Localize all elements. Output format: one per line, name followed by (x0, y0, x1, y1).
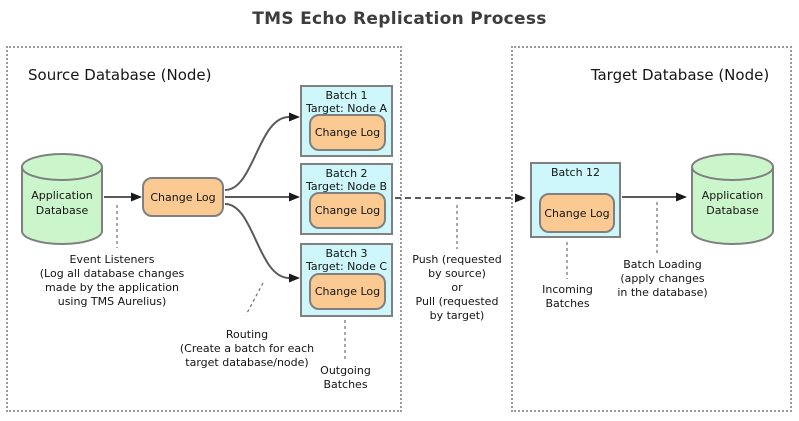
batch-box-12: Batch 12 Change Log (530, 162, 621, 238)
note-event-listeners: Event Listeners (Log all database change… (12, 253, 212, 309)
batch-target: Target: Node B (306, 180, 387, 193)
label-line: Application (31, 189, 93, 202)
note-line: Batches (323, 378, 368, 391)
change-log-label: Change Log (544, 206, 610, 220)
database-cylinder-icon (21, 153, 103, 245)
note-line: Batch Loading (623, 258, 702, 271)
note-line: using TMS Aurelius) (57, 295, 167, 308)
note-line: by target) (429, 309, 485, 322)
note-line: or (451, 281, 463, 294)
change-log-label: Change Log (314, 126, 381, 139)
note-line: Routing (225, 328, 269, 341)
note-push-pull: Push (requested by source) or Pull (requ… (398, 253, 516, 323)
source-database-label: Application Database (20, 188, 104, 218)
source-change-log: Change Log (142, 177, 224, 217)
diagram-title: TMS Echo Replication Process (252, 9, 547, 29)
note-routing: Routing (Create a batch for each target … (158, 328, 336, 370)
note-line: Incoming (542, 283, 593, 296)
note-line: (Create a batch for each (179, 342, 315, 355)
batch-title: Batch 2 (325, 167, 368, 180)
batch-box-3: Batch 3 Target: Node C Change Log (300, 243, 393, 317)
batch-title: Batch 1 (325, 89, 368, 102)
batch-target: Target: Node C (305, 260, 388, 273)
note-line: Pull (requested (415, 295, 499, 308)
note-line: Batches (545, 297, 590, 310)
batch-box-1: Batch 1 Target: Node A Change Log (300, 85, 393, 157)
batch1-change-log: Change Log (309, 114, 386, 151)
note-line: (Log all database changes (39, 267, 185, 280)
target-database-label: Application Database (690, 188, 775, 218)
target-node-label: Target Database (Node) (590, 66, 770, 84)
batch-box-2: Batch 2 Target: Node B Change Log (300, 163, 393, 235)
note-line: made by the application (45, 281, 179, 294)
note-incoming-batches: Incoming Batches (525, 283, 610, 311)
label-line: Database (706, 204, 759, 217)
target-application-database: Application Database (690, 151, 775, 247)
note-line: Event Listeners (69, 253, 155, 266)
change-log-label: Change Log (314, 285, 381, 298)
note-line: in the database) (617, 286, 708, 299)
batch-target: Target: Node A (306, 102, 387, 115)
change-log-label: Change Log (314, 204, 381, 217)
note-line: target database/node) (185, 356, 309, 369)
label-line: Database (35, 204, 89, 217)
note-batch-loading: Batch Loading (apply changes in the data… (594, 258, 731, 300)
batch-title: Batch 3 (325, 247, 368, 260)
batch12-change-log: Change Log (539, 193, 615, 233)
batch2-change-log: Change Log (309, 192, 386, 229)
database-cylinder-icon (691, 153, 774, 245)
batch3-change-log: Change Log (309, 273, 386, 310)
note-line: Push (requested (412, 253, 502, 266)
note-line: by source) (428, 267, 486, 280)
batch-title: Batch 12 (550, 166, 601, 179)
source-application-database: Application Database (20, 151, 104, 247)
label-line: Application (701, 189, 764, 202)
change-log-label: Change Log (150, 190, 216, 204)
note-line: Outgoing (320, 364, 371, 377)
source-node-label: Source Database (Node) (28, 66, 212, 84)
note-line: (apply changes (620, 272, 705, 285)
note-outgoing-batches: Outgoing Batches (303, 364, 388, 392)
